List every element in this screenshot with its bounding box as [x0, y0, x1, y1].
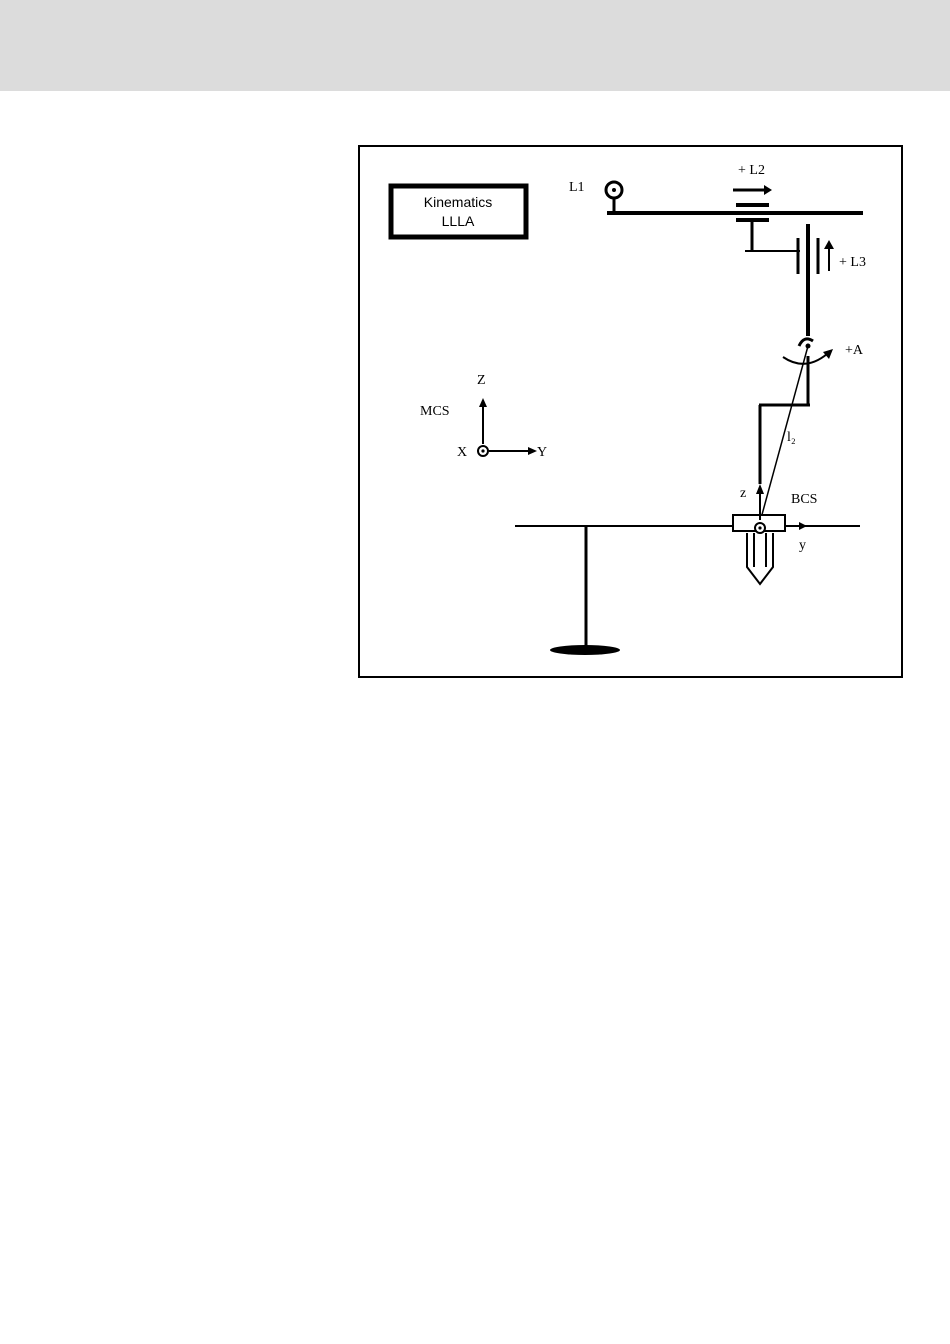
- l1-axis: L1: [569, 180, 863, 213]
- l2-axis: + L2: [733, 163, 800, 251]
- l2-offset-label: l₂: [787, 430, 796, 445]
- kinematics-type: LLLA: [442, 213, 475, 229]
- l2-arrow: [764, 185, 772, 195]
- mcs-label: MCS: [420, 404, 450, 419]
- bcs-coordinate-system: BCS z y: [733, 484, 817, 584]
- a-label: +A: [845, 343, 864, 358]
- mcs-y-label: Y: [537, 445, 547, 460]
- table-base: [550, 645, 620, 655]
- kinematics-title: Kinematics: [424, 194, 492, 210]
- bcs-label: BCS: [791, 492, 817, 507]
- mcs-x-label: X: [457, 445, 467, 460]
- bcs-z-label: z: [740, 486, 746, 501]
- mcs-z-label: Z: [477, 373, 486, 388]
- a-axis: +A: [759, 339, 864, 484]
- l3-axis: + L3: [798, 224, 866, 336]
- kinematics-box: Kinematics LLLA: [391, 186, 526, 237]
- machine-table: [515, 526, 860, 655]
- l1-label: L1: [569, 180, 585, 195]
- mcs-coordinate-system: MCS Z X Y: [420, 373, 547, 460]
- l2-label: + L2: [738, 163, 765, 178]
- tool-tip: [747, 533, 773, 584]
- l3-arrow: [824, 240, 834, 249]
- bcs-y-label: y: [799, 538, 806, 553]
- l3-label: + L3: [839, 255, 866, 270]
- a-rotation-arrow: [823, 349, 833, 359]
